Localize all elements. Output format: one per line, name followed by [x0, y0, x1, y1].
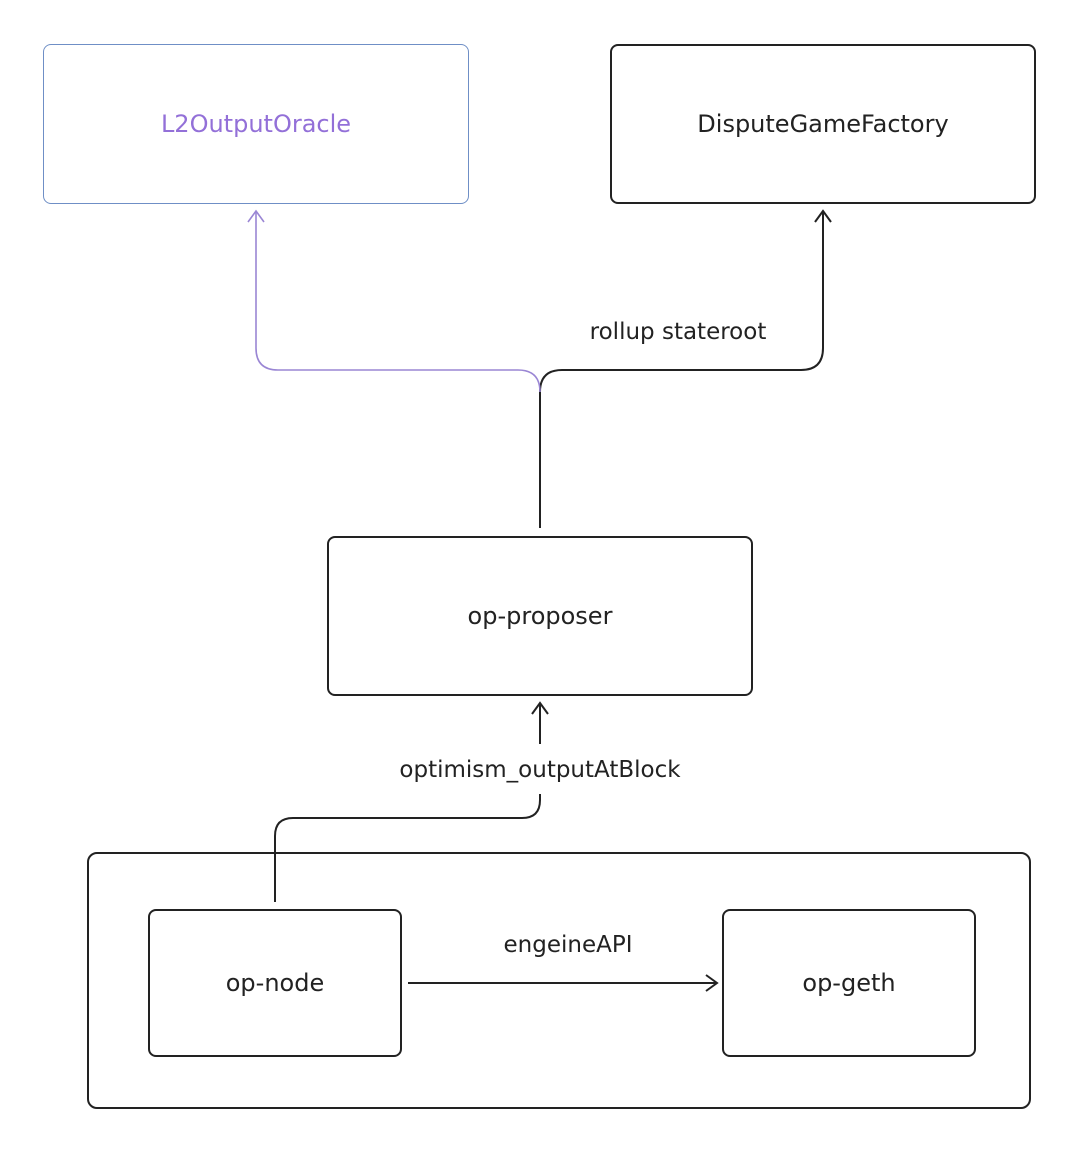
node-l2-output-oracle-label: L2OutputOracle: [160, 110, 352, 138]
edge-label-rollup-stateroot: rollup stateroot: [586, 319, 770, 345]
arrowhead-dispute-game-factory: [814, 209, 832, 223]
edge-node-to-proposer: [274, 794, 541, 902]
node-op-geth-label: op-geth: [802, 969, 896, 997]
edge-to-dispute-game-factory: [539, 212, 824, 393]
node-op-node: op-node: [148, 909, 402, 1057]
node-l2-output-oracle: L2OutputOracle: [43, 44, 469, 204]
edge-to-l2-output-oracle: [255, 212, 541, 393]
node-op-geth: op-geth: [722, 909, 976, 1057]
edge-label-optimism-output-at-block: optimism_outputAtBlock: [396, 757, 684, 783]
edge-label-engine-api: engeineAPI: [500, 932, 636, 958]
group-op-node-op-geth: [87, 852, 1031, 1109]
node-op-proposer: op-proposer: [327, 536, 753, 696]
node-dispute-game-factory-label: DisputeGameFactory: [697, 110, 949, 138]
node-op-proposer-label: op-proposer: [467, 602, 613, 630]
node-dispute-game-factory: DisputeGameFactory: [610, 44, 1036, 204]
node-op-node-label: op-node: [225, 969, 325, 997]
arrowhead-op-proposer: [531, 701, 549, 715]
arrowhead-op-geth: [705, 974, 719, 992]
arrowhead-l2-output-oracle: [247, 209, 265, 223]
